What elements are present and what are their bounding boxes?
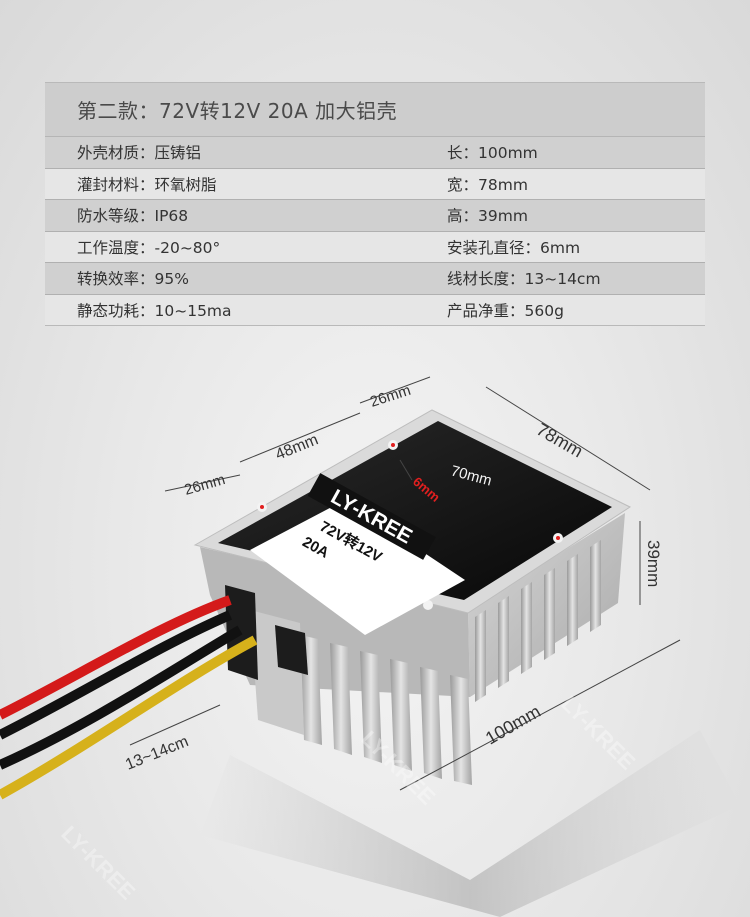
- spec-row: 防水等级：IP68 高：39mm: [45, 200, 705, 232]
- dim-48mm: 48mm: [273, 431, 321, 463]
- spec-row: 外壳材质：压铸铝 长：100mm: [45, 137, 705, 169]
- watermark: LY-KREE: [56, 821, 140, 905]
- spec-cell-left: 静态功耗：10~15ma: [77, 301, 232, 320]
- mount-hole-mark: [556, 536, 560, 540]
- spec-row: 灌封材料：环氧树脂 宽：78mm: [45, 168, 705, 200]
- spec-cell-right: 长：100mm: [447, 144, 538, 163]
- side-fins: [468, 513, 625, 702]
- spec-row: 静态功耗：10~15ma 产品净重：560g: [45, 294, 705, 325]
- front-fins: [200, 547, 472, 785]
- dim-cable-length: 13~14cm: [123, 733, 191, 774]
- spec-cell-right: 线材长度：13~14cm: [447, 270, 601, 289]
- spec-cell-left: 灌封材料：环氧树脂: [77, 175, 217, 194]
- mount-hole-mark: [391, 443, 395, 447]
- dim-100mm: 100mm: [482, 701, 544, 748]
- dim-78mm: 78mm: [533, 419, 586, 461]
- dim-26mm-left: 26mm: [182, 471, 227, 499]
- mount-hole: [423, 600, 433, 610]
- mount-hole-mark: [260, 505, 264, 509]
- spec-cell-right: 宽：78mm: [447, 175, 528, 194]
- spec-cell-left: 防水等级：IP68: [77, 207, 189, 226]
- spec-cell-right: 安装孔直径：6mm: [447, 238, 581, 257]
- spec-cell-right: 高：39mm: [447, 207, 528, 226]
- dim-39mm: 39mm: [644, 540, 663, 587]
- spec-row: 转换效率：95% 线材长度：13~14cm: [45, 263, 705, 295]
- floor-shadow: [200, 730, 740, 917]
- dimension-lines: [129, 376, 681, 791]
- product-illustration: LY-KREE 72V转12V 20A 26mm 48mm 26m: [0, 335, 750, 917]
- spec-cell-left: 外壳材质：压铸铝: [77, 144, 202, 163]
- spec-cell-left: 转换效率：95%: [77, 270, 189, 289]
- converter-drawing: LY-KREE 72V转12V 20A 26mm 48mm 26m: [0, 376, 740, 917]
- product-label: [250, 500, 465, 635]
- spec-cell-left: 工作温度：-20~80°: [77, 238, 221, 257]
- spec-table: 第二款：72V转12V 20A 加大铝壳 外壳材质：压铸铝 长：100mm 灌封…: [45, 82, 705, 326]
- cables: [0, 595, 258, 800]
- dim-26mm-right: 26mm: [368, 382, 413, 411]
- watermark: LY-KREE: [556, 691, 640, 775]
- spec-title: 第二款：72V转12V 20A 加大铝壳: [45, 83, 705, 137]
- spec-cell-right: 产品净重：560g: [447, 301, 564, 320]
- spec-row: 工作温度：-20~80° 安装孔直径：6mm: [45, 231, 705, 263]
